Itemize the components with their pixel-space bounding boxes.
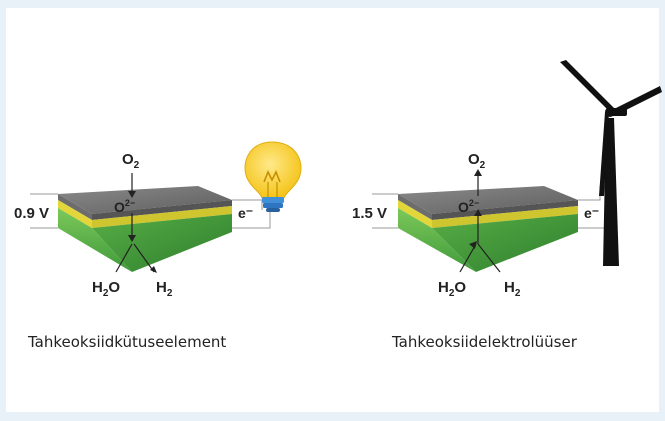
hydrogen-label: H2 (504, 279, 521, 299)
cathode-top-surface (398, 186, 578, 214)
h2-arrow (133, 243, 155, 273)
oxide-ion-label: O2− (458, 198, 479, 215)
voltage-label: 1.5 V (352, 205, 387, 222)
light-bulb-icon (244, 141, 302, 212)
water-label: H2O (438, 279, 466, 299)
oxide-ion-label: O2− (114, 198, 135, 215)
h2o-arrow (115, 243, 133, 273)
fuel-cell-block (58, 186, 232, 272)
electrolyte-front (58, 200, 92, 228)
anode-front (58, 208, 132, 272)
wire-bottom (232, 210, 271, 229)
electrolyzer-caption: Tahkeoksiidelektrolüüser (392, 333, 577, 351)
anode-front (398, 208, 476, 272)
cathode-side (432, 200, 578, 220)
h2-arrow (477, 243, 501, 273)
electron-label: e⁻ (584, 205, 599, 221)
cathode-top-surface (58, 186, 232, 214)
wind-turbine-icon (560, 60, 662, 266)
electrolyzer-block (398, 186, 578, 272)
electrolyte-front (398, 200, 432, 228)
h2o-arrow (459, 243, 477, 273)
fuel-cell-caption: Tahkeoksiidkütuseelement (28, 333, 227, 351)
wire-top (578, 186, 601, 201)
water-label: H2O (92, 279, 120, 299)
o2-label: O2 (122, 151, 140, 171)
hydrogen-label: H2 (156, 279, 173, 299)
anode-side (92, 214, 232, 272)
electrolyte-side (92, 206, 232, 228)
cathode-side (92, 200, 232, 220)
o2-label: O2 (468, 151, 486, 171)
electron-label: e⁻ (238, 205, 253, 221)
voltage-label: 0.9 V (14, 205, 49, 222)
electrolyte-side (432, 206, 578, 228)
cathode-front (58, 194, 92, 220)
cathode-front (398, 194, 432, 220)
